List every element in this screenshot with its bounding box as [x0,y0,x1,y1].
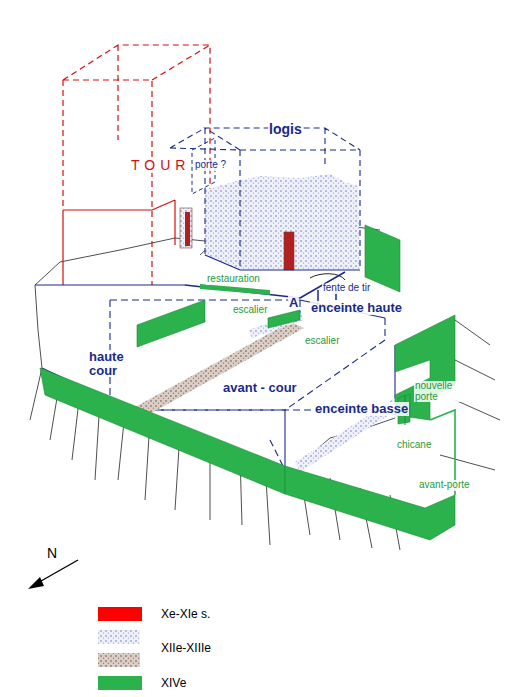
north-label: N [46,546,58,561]
gate-label: avant-porte [418,480,471,491]
wall-label: enceinte haute [310,301,403,315]
wall-label: enceinte basse [314,402,409,416]
door-label: porte ? [194,160,227,171]
tower-label: TOUR [130,158,191,173]
legend-swatch [98,676,142,690]
logis-label: logis [268,122,303,137]
court-label: avant - cour [222,381,298,395]
legend-swatch [98,607,142,621]
legend-text: XIIe-XIIIe [160,642,212,655]
court-label: haute cour [88,350,138,377]
slit-label: fente de tir [322,283,371,294]
stair-label: escalier [232,305,268,316]
chicane-label: chicane [396,440,432,451]
legend-text: XIVe [160,677,187,690]
legend-text: Xe-XIe s. [160,608,211,621]
section-mark: A [288,296,299,310]
stair-label: escalier [304,336,340,347]
gate-label: nouvelle porte [414,381,462,402]
restoration-label: restauration [206,274,261,285]
